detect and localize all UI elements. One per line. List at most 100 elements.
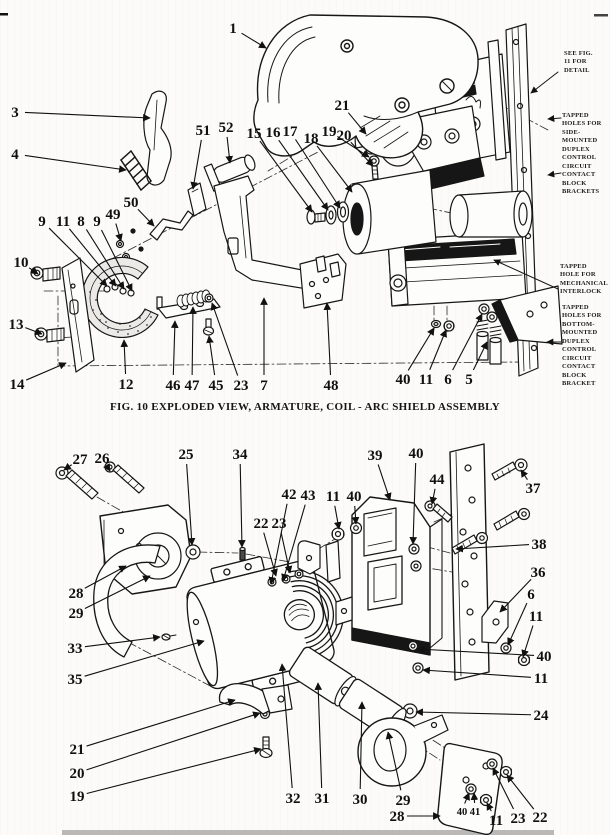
leader-line — [24, 154, 127, 173]
leader-line — [316, 145, 353, 193]
leader-line — [25, 362, 67, 381]
part-label-16: 16 — [266, 125, 282, 141]
leader-line — [24, 111, 151, 122]
part-label-33: 33 — [68, 641, 83, 657]
leader-line — [84, 575, 151, 610]
part-label-17: 17 — [283, 124, 299, 140]
leader-line — [499, 578, 532, 613]
page-edge-shadow — [62, 830, 554, 835]
part-label-48: 48 — [324, 378, 339, 394]
washer-6 — [500, 642, 512, 654]
part-label-23: 23 — [511, 811, 526, 827]
coil-shield — [93, 544, 161, 658]
leader-line — [452, 313, 483, 371]
part-label-11: 11 — [529, 609, 543, 625]
leader-line — [103, 463, 111, 472]
leader-line — [170, 320, 179, 376]
leader-line — [206, 335, 216, 376]
leader-line — [506, 774, 535, 810]
part-label-30: 30 — [353, 792, 368, 808]
part-label-40: 40 — [457, 807, 468, 818]
part-label-40: 40 — [409, 446, 424, 462]
leader-line — [337, 135, 370, 158]
annotation-tapped-bottom: TAPPED HOLES FOR BOTTOM-MOUNTED DUPLEX C… — [562, 304, 602, 387]
part-label-42: 42 — [282, 487, 297, 503]
leader-line — [385, 731, 402, 791]
part-label-9: 9 — [38, 214, 46, 230]
part-label-4: 4 — [11, 147, 19, 163]
part-label-13: 13 — [9, 317, 24, 333]
brackets-51-52 — [187, 154, 256, 217]
leader-line — [63, 462, 73, 471]
leader-line — [407, 327, 435, 371]
part-label-18: 18 — [304, 131, 319, 147]
arc-chute — [81, 256, 159, 338]
leader-line — [358, 701, 366, 790]
annotation-see-fig-detail: SEE FIG. 11 FOR DETAIL — [564, 50, 593, 74]
leader-line — [225, 136, 234, 164]
part-label-49: 49 — [106, 207, 121, 223]
part-label-46: 46 — [166, 378, 182, 394]
figure-caption: FIG. 10 EXPLODED VIEW, ARMATURE, COIL - … — [110, 401, 500, 413]
part-label-31: 31 — [315, 791, 330, 807]
part-label-38: 38 — [532, 537, 547, 553]
part-label-47: 47 — [185, 378, 201, 394]
part-label-12: 12 — [119, 377, 134, 393]
leader-line — [351, 505, 360, 525]
leader-line — [278, 139, 329, 211]
washer-24-hole — [406, 707, 414, 715]
part-label-52: 52 — [219, 120, 234, 136]
mounting-plate-bottom — [449, 443, 490, 681]
plunger-cylinder — [449, 190, 533, 238]
part-label-35: 35 — [68, 672, 83, 688]
part-label-22: 22 — [254, 516, 269, 532]
leader-line — [455, 544, 530, 553]
part-label-10: 10 — [14, 255, 29, 271]
leader-line — [263, 532, 278, 577]
spring-bar-group — [156, 289, 221, 336]
leader-line — [472, 341, 488, 371]
annotation-tapped-side: TAPPED HOLES FOR SIDE-MOUNTED DUPLEX CON… — [562, 112, 602, 195]
screw-33 — [161, 618, 200, 641]
plunger-31 — [288, 646, 357, 707]
part-label-28: 28 — [390, 809, 405, 825]
part-label-50: 50 — [124, 195, 139, 211]
part-label-25: 25 — [179, 447, 194, 463]
leader-line — [84, 639, 205, 677]
part-label-21: 21 — [335, 98, 350, 114]
bumper-21 — [218, 683, 293, 715]
part-label-14: 14 — [10, 377, 26, 393]
leader-line — [507, 602, 528, 646]
part-label-44: 44 — [430, 472, 446, 488]
top-figure-art — [30, 14, 563, 377]
leader-line — [120, 339, 129, 375]
part-label-29: 29 — [396, 793, 411, 809]
part-label-36: 36 — [531, 565, 547, 581]
leader-line — [521, 625, 534, 658]
screw-19-washer-20 — [259, 708, 273, 759]
part-label-19: 19 — [322, 124, 337, 140]
clip-strip — [325, 540, 341, 583]
bracket-50-screws — [103, 210, 194, 297]
leader-line — [377, 464, 392, 501]
leader-line — [190, 139, 202, 190]
part-label-37: 37 — [526, 481, 542, 497]
part-label-40: 40 — [537, 649, 552, 665]
leader-line — [86, 746, 262, 795]
leader-line — [486, 802, 494, 812]
leader-line — [137, 208, 155, 227]
leader-line — [492, 767, 515, 810]
leader-line — [520, 469, 529, 480]
part-label-45: 45 — [209, 378, 224, 394]
leader-line — [189, 306, 197, 376]
leader-line — [86, 711, 261, 771]
coil-screw-washers — [306, 201, 350, 225]
bolt-44 — [424, 500, 453, 523]
leader-line — [115, 223, 123, 242]
part-label-29: 29 — [69, 606, 84, 622]
part-label-34: 34 — [233, 447, 249, 463]
page-mark-right — [594, 14, 608, 17]
